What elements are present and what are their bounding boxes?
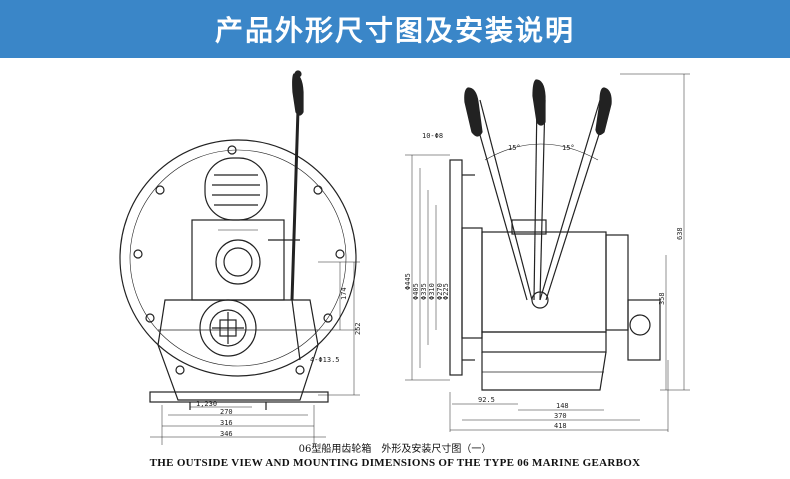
caption-chinese: 06型船用齿轮箱 外形及安装尺寸图（一）: [298, 444, 492, 455]
side-main-housing: [481, 231, 607, 333]
front-dim-h-1: 1,230: [196, 400, 217, 408]
front-flange-outline: [119, 139, 357, 377]
side-dim-v-3: Φ335: [420, 283, 428, 300]
side-note: 10-Φ8: [422, 132, 443, 140]
side-angle-left: 15°: [508, 144, 521, 152]
technical-drawing: 1,230 270 316 346 174 252 4-Φ13.5 92.5 1…: [119, 70, 690, 445]
side-control-lever-center: [533, 99, 538, 301]
inspection-cover: [204, 157, 268, 221]
side-dim-v-4: Φ310: [428, 283, 436, 300]
side-flange-plate: [449, 159, 463, 376]
header-banner: 产品外形尺寸图及安装说明: [0, 0, 790, 58]
output-flange: [199, 299, 257, 357]
caption-english: THE OUTSIDE VIEW AND MOUNTING DIMENSIONS…: [149, 457, 641, 469]
side-angle-right: 15°: [562, 144, 575, 152]
page-title: 产品外形尺寸图及安装说明: [214, 14, 575, 47]
side-control-lever-right: [539, 99, 601, 301]
front-dim-h-3: 316: [220, 419, 233, 427]
side-dim-h-1: 92.5: [478, 396, 495, 404]
side-dim-h-2: 148: [556, 402, 569, 410]
side-dim-v-2: Φ405: [412, 283, 420, 300]
side-dim-right-1: 638: [676, 227, 684, 240]
front-dim-h-2: 270: [220, 408, 233, 416]
side-dim-v-1: Φ445: [404, 273, 412, 290]
front-control-lever: [290, 109, 300, 301]
side-view: [405, 73, 690, 432]
front-view: [119, 70, 360, 445]
front-dim-v-2: 252: [354, 322, 362, 335]
side-dim-h-3: 370: [554, 412, 567, 420]
side-dim-v-5: Φ270: [436, 283, 444, 300]
input-shaft-cover: [215, 239, 261, 285]
front-dim-h-4: 346: [220, 430, 233, 438]
front-note: 4-Φ13.5: [310, 356, 340, 364]
side-dim-v-6: Φ225: [442, 283, 450, 300]
front-dim-v-1: 174: [340, 287, 348, 300]
side-dim-h-4: 418: [554, 422, 567, 430]
side-dim-right-2: 358: [658, 292, 666, 305]
